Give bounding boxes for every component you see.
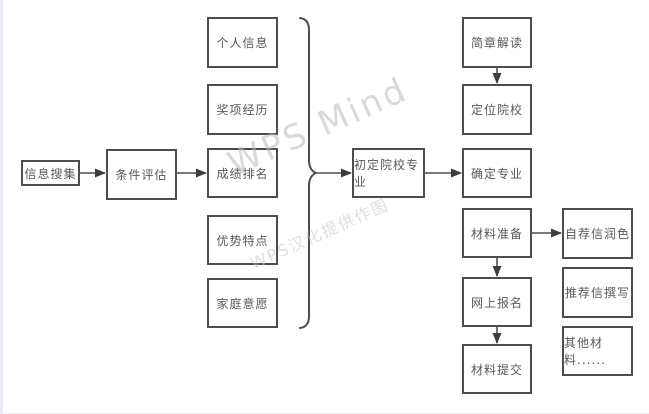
node-locate-school-label: 定位院校 — [470, 103, 523, 117]
node-grade-rank[interactable]: 成绩排名 — [207, 148, 278, 198]
node-material-prep[interactable]: 材料准备 — [462, 208, 532, 258]
node-personal-info-label: 个人信息 — [216, 36, 269, 50]
node-awards[interactable]: 奖项经历 — [207, 84, 278, 135]
node-condition-eval[interactable]: 条件评估 — [106, 149, 177, 200]
node-brochure[interactable]: 简章解读 — [462, 17, 532, 68]
grouping-brace — [299, 17, 319, 329]
node-strengths[interactable]: 优势特点 — [207, 215, 278, 265]
node-info-collect-label: 信息搜集 — [24, 166, 77, 181]
node-online-reg-label: 网上报名 — [470, 295, 523, 310]
left-edge-strip — [0, 0, 3, 414]
node-locate-school[interactable]: 定位院校 — [462, 84, 532, 135]
node-confirm-major[interactable]: 确定专业 — [462, 148, 532, 198]
node-rec-letter-label: 推荐信撰写 — [564, 286, 630, 300]
node-online-reg[interactable]: 网上报名 — [462, 277, 532, 327]
node-confirm-major-label: 确定专业 — [470, 166, 523, 181]
node-initial-school[interactable]: 初定院校专业 — [352, 148, 425, 198]
node-strengths-label: 优势特点 — [216, 233, 269, 248]
node-family-wish[interactable]: 家庭意愿 — [207, 278, 278, 328]
node-personal-info[interactable]: 个人信息 — [207, 17, 278, 68]
node-grade-rank-label: 成绩排名 — [216, 166, 269, 181]
node-other-materials-label: 其他材料...... — [564, 336, 606, 367]
node-material-submit-label: 材料提交 — [470, 362, 523, 377]
node-initial-school-label: 初定院校专业 — [354, 158, 420, 189]
node-brochure-label: 简章解读 — [470, 36, 523, 50]
node-other-materials[interactable]: 其他材料...... — [562, 326, 633, 376]
node-material-prep-label: 材料准备 — [470, 226, 523, 241]
node-family-wish-label: 家庭意愿 — [216, 296, 269, 311]
node-condition-eval-label: 条件评估 — [115, 168, 168, 182]
node-awards-label: 奖项经历 — [216, 103, 269, 117]
node-material-submit[interactable]: 材料提交 — [462, 344, 532, 394]
node-self-letter[interactable]: 自荐信润色 — [562, 208, 633, 259]
node-rec-letter[interactable]: 推荐信撰写 — [562, 267, 633, 318]
node-self-letter-label: 自荐信润色 — [564, 227, 630, 241]
node-info-collect[interactable]: 信息搜集 — [21, 160, 80, 186]
